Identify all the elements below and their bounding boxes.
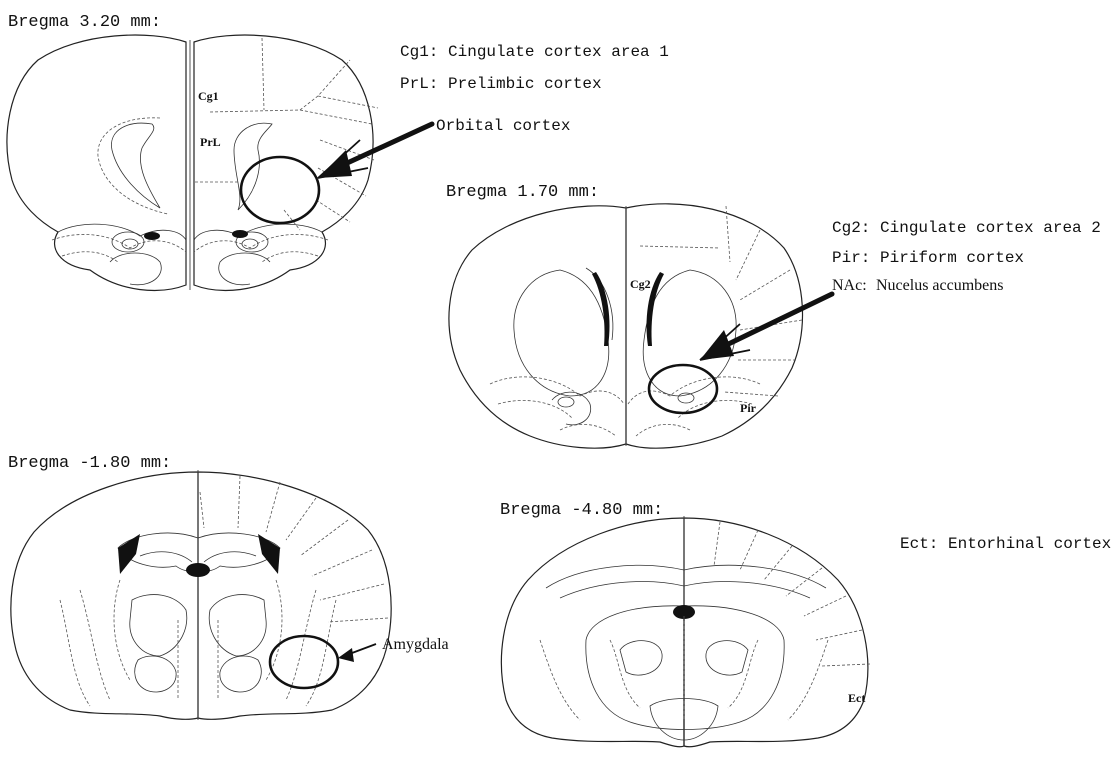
region-label-ect: Ect xyxy=(848,691,865,705)
region-label-prl: PrL xyxy=(200,135,221,149)
legend-prl: PrL: Prelimbic cortex xyxy=(400,75,602,93)
panel-title-bregma-3-20: Bregma 3.20 mm: xyxy=(8,13,161,32)
coronal-section-bregma-minus-1-80 xyxy=(11,470,391,720)
region-label-pir: Pir xyxy=(740,401,757,415)
coronal-section-bregma-minus-4-80 xyxy=(501,516,870,747)
panel-bregma-minus-1-80: Bregma -1.80 mm: xyxy=(8,454,449,720)
region-label-cg1: Cg1 xyxy=(198,89,219,103)
amygdala-arrow xyxy=(338,644,376,662)
nucleus-accumbens-arrow xyxy=(700,294,832,360)
legend-ect: Ect: Entorhinal cortex xyxy=(900,535,1111,553)
region-label-cg2: Cg2 xyxy=(630,277,651,291)
legend-pir: Pir: Piriform cortex xyxy=(832,249,1024,267)
orbital-cortex-arrow xyxy=(318,124,432,178)
amygdala-circle xyxy=(270,636,338,688)
nucleus-accumbens-circle xyxy=(649,365,717,413)
callout-amygdala: Amygdala xyxy=(382,636,449,653)
panel-title-bregma-minus-1-80: Bregma -1.80 mm: xyxy=(8,454,171,473)
legend-cg1: Cg1: Cingulate cortex area 1 xyxy=(400,43,669,61)
panel-title-bregma-1-70: Bregma 1.70 mm: xyxy=(446,183,599,202)
legend-nac-name: Nucelus accumbens xyxy=(876,277,1004,294)
panel-bregma-minus-4-80: Bregma -4.80 mm: xyxy=(500,501,870,747)
coronal-section-bregma-3-20 xyxy=(7,35,378,290)
legend-nac-abbr: NAc: xyxy=(832,277,867,294)
callout-orbital-cortex: Orbital cortex xyxy=(436,117,570,135)
panel-title-bregma-minus-4-80: Bregma -4.80 mm: xyxy=(500,501,663,520)
panel-bregma-1-70: Bregma 1.70 mm: xyxy=(446,183,832,448)
legend-cg2: Cg2: Cingulate cortex area 2 xyxy=(832,219,1101,237)
